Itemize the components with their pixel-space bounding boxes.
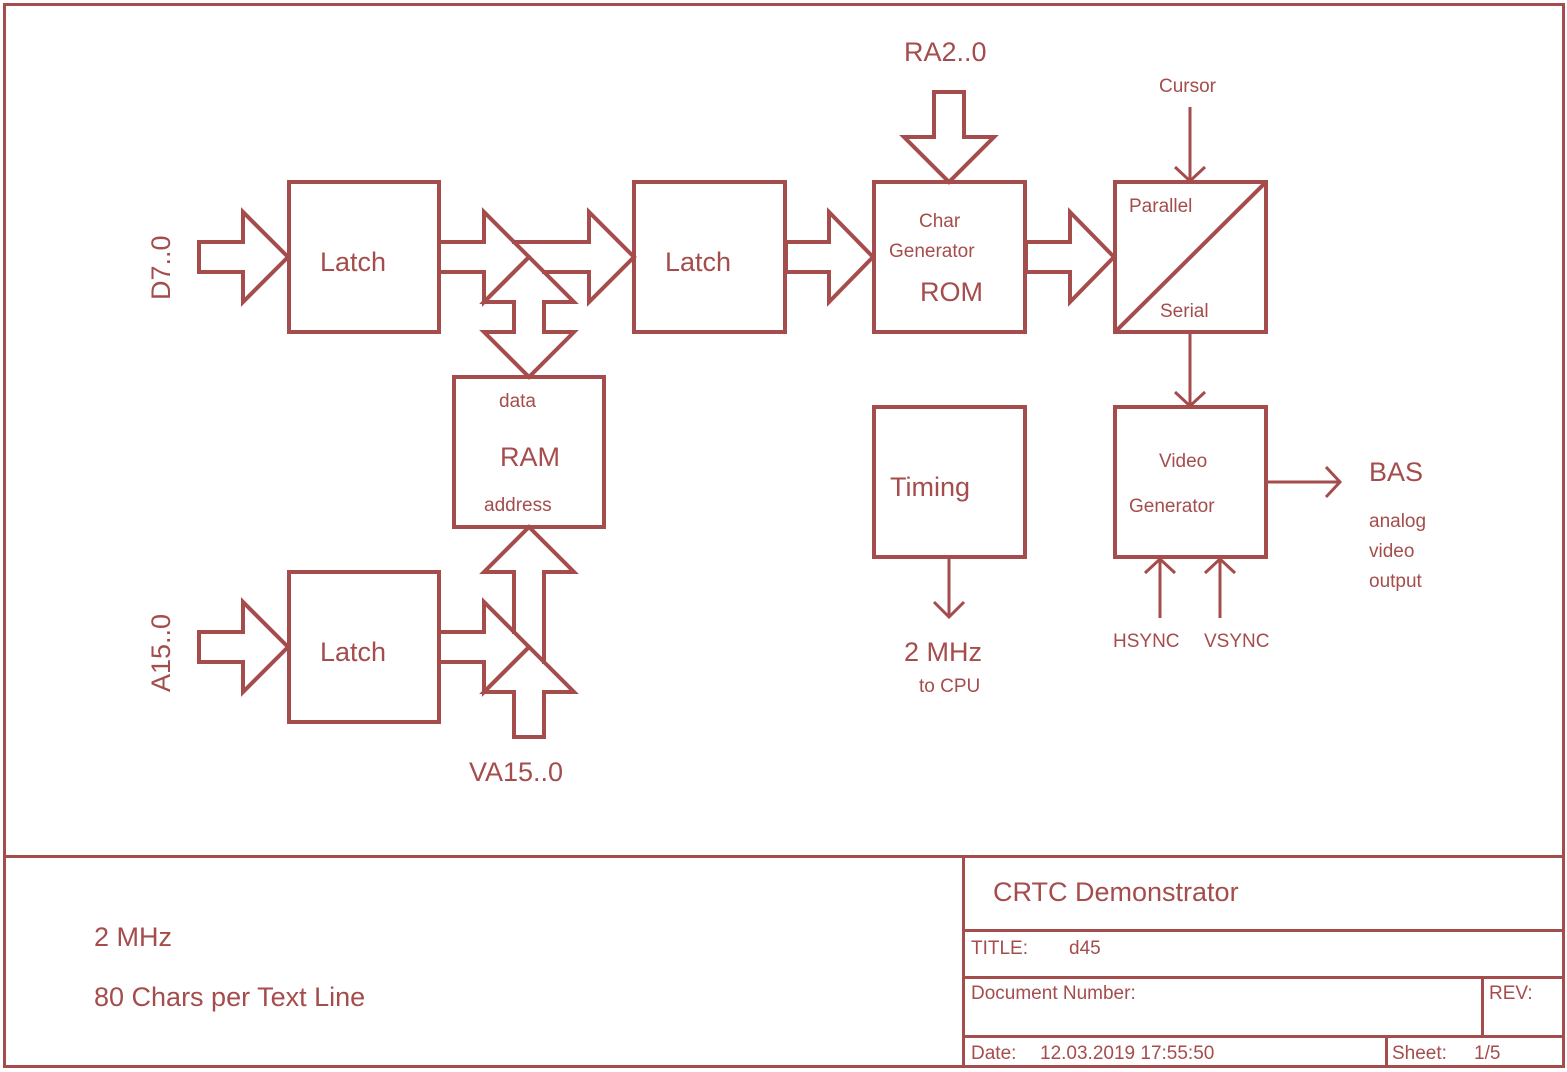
clock-out-note: to CPU — [919, 676, 980, 697]
latch-mid-label: Latch — [665, 247, 731, 277]
video-generator-block: Video Generator — [1113, 405, 1268, 559]
date-value: 12.03.2019 17:55:50 — [1040, 1043, 1214, 1064]
address-bus-in-arrow — [197, 597, 291, 697]
data-bus-in-arrow — [197, 207, 291, 307]
video-address-in-arrow — [479, 644, 579, 739]
project-title: CRTC Demonstrator — [993, 877, 1239, 907]
rev-label: REV: — [1489, 983, 1533, 1004]
row-address-in-arrow — [899, 90, 999, 185]
video-address-label: VA15..0 — [469, 757, 563, 787]
note-clock: 2 MHz — [94, 922, 172, 952]
title-label: TITLE: — [971, 938, 1028, 959]
date-label: Date: — [971, 1043, 1016, 1064]
latch-data-block: Latch — [287, 180, 441, 334]
row-address-label: RA2..0 — [904, 37, 987, 67]
shift-register-parallel-label: Parallel — [1129, 196, 1192, 217]
latch-addr-block: Latch — [287, 570, 441, 724]
ram-title: RAM — [500, 442, 560, 472]
title-value: d45 — [1069, 938, 1101, 959]
cursor-label: Cursor — [1159, 76, 1217, 97]
note-text-line: 80 Chars per Text Line — [94, 982, 365, 1012]
title-block: CRTC Demonstrator TITLE: d45 Document Nu… — [962, 856, 1564, 1066]
char-rom-line1: Char — [919, 211, 961, 232]
address-bus-label: A15..0 — [146, 614, 176, 692]
ram-block: data RAM address — [452, 375, 606, 529]
rom-in-arrow — [784, 207, 876, 307]
latch-data-label: Latch — [320, 247, 386, 277]
ram-address-arrow — [479, 524, 579, 664]
serial-out-arrow — [1173, 334, 1207, 409]
cursor-arrow — [1173, 107, 1207, 184]
ram-data-port-label: data — [499, 391, 536, 412]
document-number-label: Document Number: — [971, 983, 1136, 1004]
video-out-arrow — [1268, 465, 1343, 499]
char-rom-title: ROM — [920, 277, 983, 307]
latch-addr-label: Latch — [320, 637, 386, 667]
latch-mid-in-arrow — [512, 207, 637, 307]
char-rom-line2: Generator — [889, 241, 975, 262]
timing-box — [872, 405, 1027, 559]
char-rom-block: Char Generator ROM — [872, 180, 1027, 334]
shift-register-diagonal — [1114, 181, 1267, 333]
shift-register-in-arrow — [1024, 207, 1117, 307]
output-label: BAS — [1369, 457, 1423, 487]
video-generator-line1: Video — [1159, 451, 1207, 472]
hsync-arrow — [1143, 556, 1177, 618]
output-desc-line2: video — [1369, 541, 1414, 562]
vsync-label: VSYNC — [1204, 631, 1269, 652]
output-desc-line3: output — [1369, 571, 1423, 592]
ram-data-bidir-arrow — [479, 254, 579, 380]
vsync-arrow — [1203, 556, 1237, 618]
clock-out-label: 2 MHz — [904, 637, 982, 667]
shift-register-block: Parallel Serial — [1113, 180, 1268, 334]
output-desc-line1: analog — [1369, 511, 1426, 532]
hsync-label: HSYNC — [1113, 631, 1180, 652]
sheet-frame — [3, 3, 1565, 1068]
sheet-label: Sheet: — [1392, 1043, 1447, 1064]
ram-address-port-label: address — [484, 495, 552, 516]
clock-out-arrow — [932, 559, 966, 620]
latch-mid-block: Latch — [632, 180, 787, 334]
sheet-value: 1/5 — [1474, 1043, 1500, 1064]
video-generator-box — [1113, 405, 1268, 559]
shift-register-serial-label: Serial — [1160, 301, 1209, 322]
latch-data-out-arrow — [438, 207, 532, 307]
data-bus-label: D7..0 — [146, 235, 176, 300]
timing-label: Timing — [890, 472, 970, 502]
video-generator-line2: Generator — [1129, 496, 1215, 517]
timing-block: Timing — [872, 405, 1027, 559]
